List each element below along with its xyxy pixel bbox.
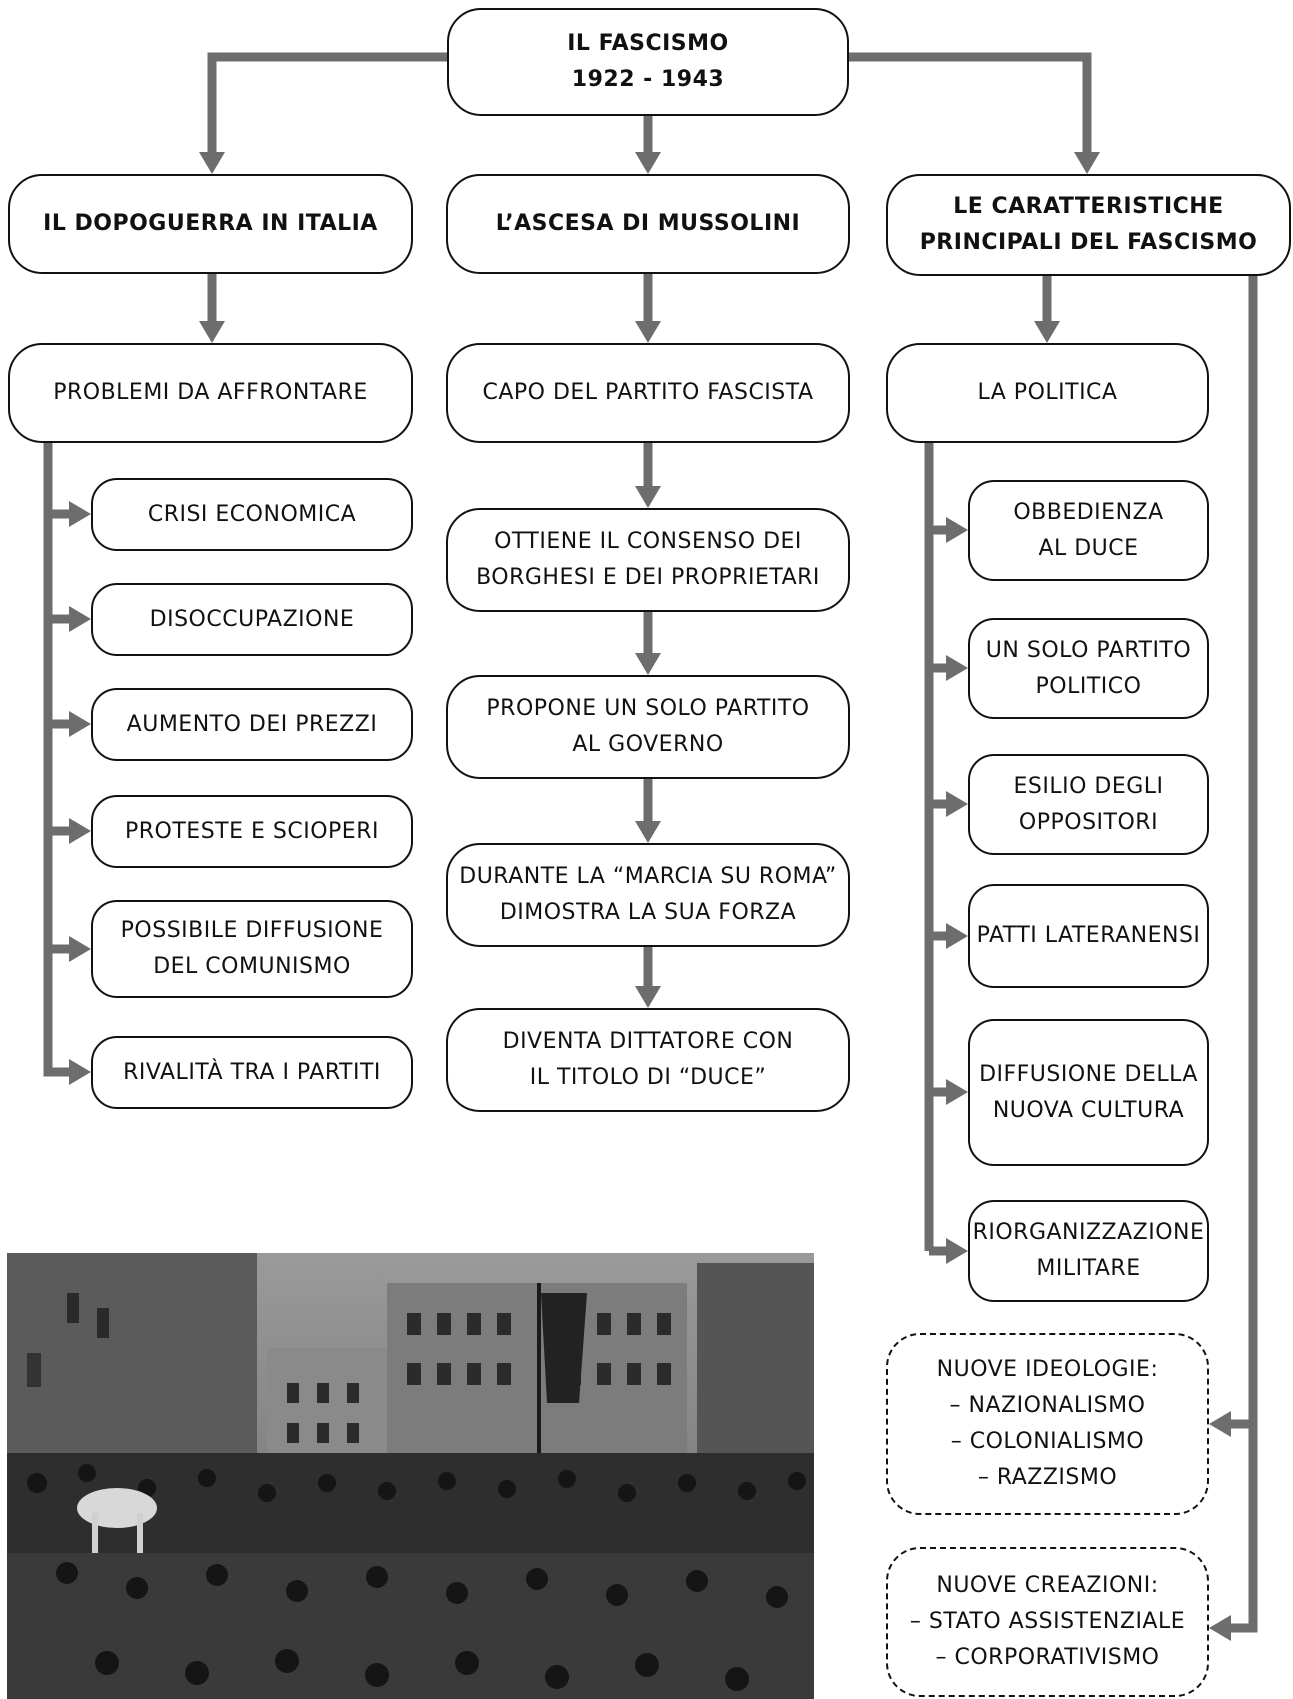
node-text-line: UN SOLO PARTITO <box>985 637 1192 663</box>
arrowhead <box>199 152 225 174</box>
node-text-line: POSSIBILE DIFFUSIONE <box>120 918 384 943</box>
node-text-line: OPPOSITORI <box>1018 809 1159 835</box>
arrowhead <box>1074 152 1100 174</box>
node-text-line: NUOVE IDEOLOGIE: <box>936 1357 1159 1382</box>
node-text-line: DISOCCUPAZIONE <box>149 606 355 632</box>
arrowhead <box>635 486 661 508</box>
problem-item: POSSIBILE DIFFUSIONE DEL COMUNISMO <box>91 900 413 998</box>
politica-item: UN SOLO PARTITO POLITICO <box>968 618 1209 719</box>
ascesa-title-node: L’ASCESA DI MUSSOLINI <box>446 174 850 274</box>
arrowhead <box>946 1238 968 1264</box>
ascesa-step: OTTIENE IL CONSENSO DEI BORGHESI E DEI PR… <box>446 508 850 612</box>
arrowhead <box>635 653 661 675</box>
node-text-line: – COLONIALISMO <box>950 1429 1145 1454</box>
connector-line <box>1231 276 1258 1633</box>
arrowhead <box>69 501 91 527</box>
node-text-line: DIVENTA DITTATORE CON <box>502 1029 794 1054</box>
node-text-line: NUOVE CREAZIONI: <box>936 1573 1159 1598</box>
node-text-line: 1922 - 1943 <box>571 67 725 92</box>
node-text-line: DEL COMUNISMO <box>153 954 351 979</box>
node-text-line: PROPONE UN SOLO PARTITO <box>486 696 810 721</box>
arrowhead <box>635 821 661 843</box>
connector-line <box>207 52 447 155</box>
politica-item: DIFFUSIONE DELLA NUOVA CULTURA <box>968 1019 1209 1166</box>
arrowhead <box>946 791 968 817</box>
problem-item: PROTESTE E SCIOPERI <box>91 795 413 868</box>
ascesa-step: DIVENTA DITTATORE CON IL TITOLO DI “DUCE” <box>446 1008 850 1112</box>
node-text-line: CAPO DEL PARTITO FASCISTA <box>482 380 814 405</box>
politica-item: OBBEDIENZA AL DUCE <box>968 480 1209 581</box>
node-text-line: RIORGANIZZAZIONE <box>972 1220 1205 1245</box>
node-text-line: – STATO ASSISTENZIALE <box>909 1609 1186 1634</box>
node-text-line: IL FASCISMO <box>567 31 729 56</box>
ascesa-step: CAPO DEL PARTITO FASCISTA <box>446 343 850 443</box>
node-text-line: – RAZZISMO <box>977 1465 1118 1490</box>
caratteristiche-title-node: LE CARATTERISTICHE PRINCIPALI DEL FASCISM… <box>886 174 1291 276</box>
politica-item: PATTI LATERANENSI <box>968 884 1209 988</box>
connector-line <box>849 52 1092 155</box>
arrowhead <box>69 818 91 844</box>
arrowhead <box>199 321 225 343</box>
node-text-line: DIFFUSIONE DELLA <box>979 1061 1198 1087</box>
arrowhead <box>635 321 661 343</box>
node-text-line: DIMOSTRA LA SUA FORZA <box>499 900 797 925</box>
node-text-line: LA POLITICA <box>977 380 1118 405</box>
node-text-line: PATTI LATERANENSI <box>976 923 1201 948</box>
problem-item: AUMENTO DEI PREZZI <box>91 688 413 761</box>
politica-item: RIORGANIZZAZIONE MILITARE <box>968 1200 1209 1302</box>
arrowhead <box>69 711 91 737</box>
node-text-line: IL TITOLO DI “DUCE” <box>529 1065 767 1090</box>
ideologie-node: NUOVE IDEOLOGIE: – NAZIONALISMO – COLONIAL… <box>886 1333 1209 1515</box>
politica-node: LA POLITICA <box>886 343 1209 443</box>
problem-item: DISOCCUPAZIONE <box>91 583 413 656</box>
ascesa-step: DURANTE LA “MARCIA SU ROMA” DIMOSTRA LA S… <box>446 843 850 947</box>
arrowhead <box>1209 1411 1231 1437</box>
node-text-line: PROTESTE E SCIOPERI <box>125 818 379 844</box>
node-text-line: MILITARE <box>1036 1256 1141 1281</box>
problemi-node: PROBLEMI DA AFFRONTARE <box>8 343 413 443</box>
node-text-line: IL DOPOGUERRA IN ITALIA <box>43 211 378 236</box>
arrowhead <box>1209 1615 1231 1641</box>
node-text-line: DURANTE LA “MARCIA SU ROMA” <box>459 864 837 889</box>
node-text-line: POLITICO <box>1035 673 1142 699</box>
arrowhead <box>69 1059 91 1085</box>
arrowhead <box>69 606 91 632</box>
node-text-line: – CORPORATIVISMO <box>935 1645 1160 1670</box>
connector-line <box>43 443 72 1077</box>
ascesa-step: PROPONE UN SOLO PARTITO AL GOVERNO <box>446 675 850 779</box>
arrowhead <box>1034 321 1060 343</box>
node-text-line: BORGHESI E DEI PROPRIETARI <box>476 565 820 590</box>
node-text-line: LE CARATTERISTICHE <box>953 194 1224 219</box>
arrowhead <box>946 1079 968 1105</box>
root-node: IL FASCISMO 1922 - 1943 <box>447 8 849 116</box>
creazioni-node: NUOVE CREAZIONI: – STATO ASSISTENZIALE – C… <box>886 1547 1209 1697</box>
node-text-line: AL DUCE <box>1038 535 1139 561</box>
node-text-line: CRISI ECONOMICA <box>147 501 357 527</box>
node-text-line: RIVALITÀ TRA I PARTITI <box>123 1059 381 1085</box>
node-text-line: AL GOVERNO <box>572 732 724 757</box>
dopoguerra-title-node: IL DOPOGUERRA IN ITALIA <box>8 174 413 274</box>
politica-item: ESILIO DEGLI OPPOSITORI <box>968 754 1209 855</box>
arrowhead <box>635 152 661 174</box>
problem-item: CRISI ECONOMICA <box>91 478 413 551</box>
arrowhead <box>946 517 968 543</box>
arrowhead <box>69 936 91 962</box>
node-text-line: OBBEDIENZA <box>1013 499 1164 525</box>
arrowhead <box>635 986 661 1008</box>
node-text-line: AUMENTO DEI PREZZI <box>126 711 378 737</box>
node-text-line: OTTIENE IL CONSENSO DEI <box>494 529 802 554</box>
node-text-line: ESILIO DEGLI <box>1013 773 1164 799</box>
node-text-line: PROBLEMI DA AFFRONTARE <box>53 380 368 405</box>
arrowhead <box>946 923 968 949</box>
march-photograph <box>7 1253 814 1699</box>
node-text-line: NUOVA CULTURA <box>992 1097 1185 1123</box>
node-text-line: PRINCIPALI DEL FASCISMO <box>919 230 1258 255</box>
node-text-line: L’ASCESA DI MUSSOLINI <box>495 211 801 236</box>
arrowhead <box>946 655 968 681</box>
problem-item: RIVALITÀ TRA I PARTITI <box>91 1036 413 1109</box>
node-text-line: – NAZIONALISMO <box>949 1393 1146 1418</box>
